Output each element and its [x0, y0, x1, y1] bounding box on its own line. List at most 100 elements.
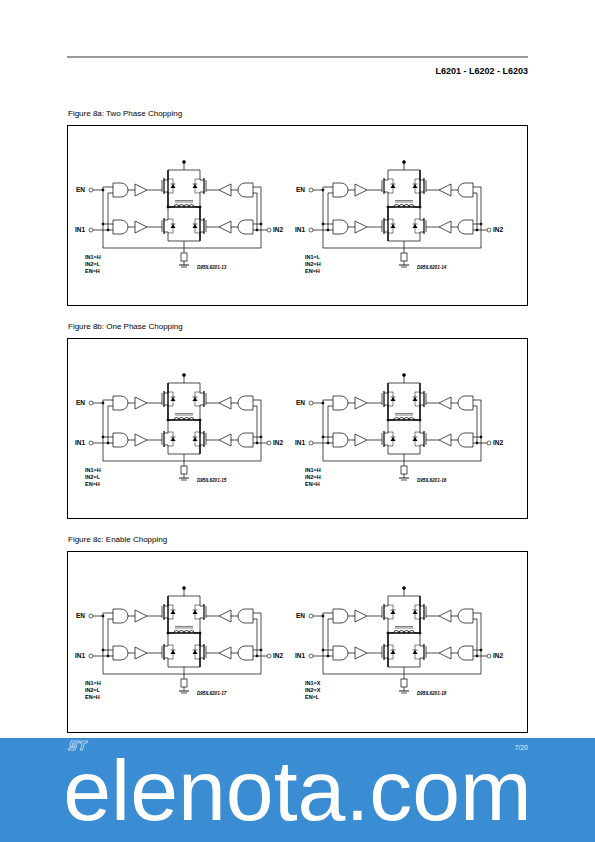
wire [206, 616, 219, 617]
wire [423, 218, 424, 234]
wire [395, 628, 413, 629]
junction-dot [322, 436, 324, 438]
wire [206, 227, 219, 228]
driver-buffer [355, 434, 367, 446]
wire [413, 437, 418, 438]
current-path [388, 383, 420, 420]
wire [473, 656, 487, 657]
h-bridge-schematic [309, 161, 491, 268]
wire [451, 440, 458, 441]
signal-name: EN [76, 186, 85, 193]
junction-dot [107, 655, 109, 657]
wire [423, 391, 424, 407]
wire [404, 241, 405, 253]
wire [168, 235, 200, 241]
wire [420, 232, 424, 235]
driver-buffer [439, 647, 451, 659]
wire [451, 227, 458, 228]
wire [184, 588, 185, 596]
wire [391, 184, 396, 185]
wire [147, 403, 162, 404]
wire [391, 397, 396, 398]
wire [395, 626, 413, 627]
wire [413, 184, 418, 185]
wire [184, 474, 185, 478]
wire [231, 616, 238, 617]
junction-dot [89, 401, 93, 405]
wire [383, 644, 384, 660]
and-gate [238, 433, 253, 447]
wire [348, 440, 355, 441]
figure-caption: Figure 8a: Two Phase Chopping [68, 109, 182, 118]
wire [382, 646, 383, 658]
drawing-code: D95IL6201-14 [417, 265, 446, 270]
diode-symbol [391, 184, 396, 188]
wire [168, 661, 200, 667]
wire [162, 433, 163, 445]
driver-buffer [355, 647, 367, 659]
wire [423, 431, 424, 447]
drawing-code: D95IL6201-17 [197, 691, 226, 696]
wire [426, 227, 439, 228]
input-state: IN2=X [305, 687, 320, 693]
driver-buffer [355, 184, 367, 196]
wire [348, 616, 355, 617]
and-gate [333, 609, 348, 623]
signal-name: IN2 [273, 439, 283, 446]
wire [206, 403, 219, 404]
diode-symbol [391, 397, 396, 401]
diode-symbol [391, 610, 396, 614]
wire [348, 190, 355, 191]
input-state: IN1=H [85, 680, 101, 686]
junction-dot [480, 436, 482, 438]
junction-dot [102, 615, 104, 617]
wire [420, 658, 424, 661]
wire [162, 393, 163, 405]
wire [413, 224, 418, 225]
signal-name: IN1 [295, 439, 305, 446]
wire [383, 178, 384, 194]
junction-dot [89, 441, 93, 445]
wire [181, 267, 187, 268]
junction-dot [309, 188, 313, 192]
driver-buffer [219, 610, 231, 622]
wire [164, 430, 168, 433]
junction-dot [327, 442, 329, 444]
wire [175, 415, 193, 416]
wire [163, 431, 164, 447]
wire [181, 480, 187, 481]
wire [395, 200, 413, 201]
junction-dot [89, 188, 93, 192]
diode-symbol [413, 650, 418, 654]
wire [399, 265, 409, 266]
driver-buffer [355, 610, 367, 622]
wire [388, 596, 420, 603]
junction-dot [322, 649, 324, 651]
and-gate [333, 183, 348, 197]
junction-dot [267, 441, 271, 445]
current-path [168, 170, 200, 241]
junction-dot [256, 229, 258, 231]
junction-dot [89, 614, 93, 618]
wire [313, 230, 333, 231]
wire [171, 610, 176, 611]
wire [206, 180, 207, 192]
wire [348, 653, 355, 654]
sense-resistor [401, 679, 407, 687]
wire [162, 220, 163, 232]
wire [426, 180, 427, 192]
wire [175, 628, 193, 629]
driver-buffer [439, 434, 451, 446]
wire [164, 445, 168, 448]
junction-dot [102, 436, 104, 438]
wire [128, 190, 135, 191]
junction-dot [309, 228, 313, 232]
input-state: IN1=L [305, 254, 320, 260]
junction-dot [476, 229, 478, 231]
wire [399, 478, 409, 479]
input-state: IN1=H [85, 467, 101, 473]
page-header: L6201 - L6202 - L6203 [435, 67, 528, 77]
junction-dot [322, 189, 324, 191]
driver-buffer [219, 434, 231, 446]
wire [200, 192, 204, 195]
